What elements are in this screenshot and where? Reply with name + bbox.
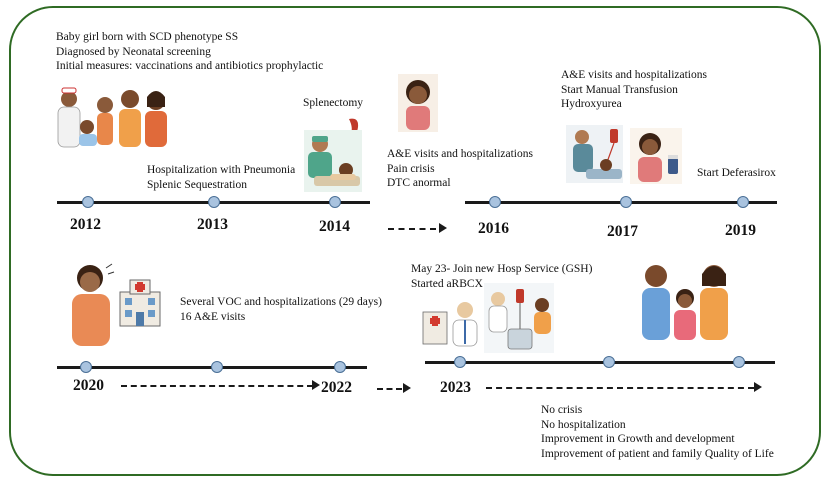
birth-note-1: Baby girl born with SCD phenotype SS (56, 31, 239, 43)
sad-child-illustration (398, 74, 438, 132)
node-2021 (211, 361, 223, 373)
arrow-head-2 (312, 380, 320, 390)
birth-note-3: Initial measures: vaccinations and antib… (56, 60, 324, 72)
node-2017 (620, 196, 632, 208)
outcome-3: Improvement in Growth and development (541, 433, 735, 445)
year-2020: 2020 (73, 377, 104, 394)
family-illustration (55, 85, 173, 149)
note-2020-1: Several VOC and hospitalizations (29 day… (180, 296, 382, 308)
note-2023-1: May 23- Join new Hosp Service (GSH) (411, 263, 593, 275)
year-2016: 2016 (478, 220, 509, 237)
arrow-head-1 (439, 223, 447, 233)
node-2020 (80, 361, 92, 373)
year-2012: 2012 (70, 216, 101, 233)
note-2013-1: Hospitalization with Pneumonia (147, 164, 296, 176)
year-2014: 2014 (319, 218, 350, 235)
note-2016-1: A&E visits and hospitalizations (387, 148, 533, 160)
note-2019: Start Deferasirox (697, 167, 776, 179)
year-2019: 2019 (725, 222, 756, 239)
note-2020-2: 16 A&E visits (180, 310, 246, 323)
node-2022 (334, 361, 346, 373)
dashed-connector-4 (486, 387, 754, 389)
exchange-transfusion-illustration (484, 283, 554, 353)
dashed-connector-2 (121, 385, 313, 387)
year-2023: 2023 (440, 379, 471, 396)
dashed-connector-3 (377, 388, 402, 390)
worried-woman-illustration (68, 262, 116, 348)
node-2023 (454, 356, 466, 368)
year-2017: 2017 (607, 223, 638, 240)
note-2016-2: Pain crisis (387, 162, 435, 175)
node-2019 (737, 196, 749, 208)
outcome-notes: No crisis No hospitalization Improvement… (541, 403, 774, 461)
hospital-building-icon (118, 278, 162, 328)
year-2022: 2022 (321, 379, 352, 396)
notes-2013: Hospitalization with Pneumonia Splenic S… (147, 163, 295, 192)
happy-family-illustration (636, 258, 734, 342)
node-2024 (603, 356, 615, 368)
birth-notes: Baby girl born with SCD phenotype SS Dia… (56, 30, 323, 74)
note-2013-2: Splenic Sequestration (147, 178, 247, 191)
notes-2023: May 23- Join new Hosp Service (GSH) Star… (411, 262, 592, 291)
node-2014 (329, 196, 341, 208)
node-2012 (82, 196, 94, 208)
note-2016-3: DTC anormal (387, 177, 451, 189)
notes-2020: Several VOC and hospitalizations (29 day… (180, 295, 382, 324)
outcome-2: No hospitalization (541, 418, 626, 431)
note-2017-3: Hydroxyurea (561, 98, 622, 110)
note-2017-1: A&E visits and hospitalizations (561, 69, 707, 81)
node-2016 (489, 196, 501, 208)
surgery-illustration (304, 130, 362, 192)
arrow-head-3 (403, 383, 411, 393)
child-with-medicine-illustration (630, 128, 682, 184)
note-2017-2: Start Manual Transfusion (561, 83, 678, 96)
dashed-connector-1 (388, 228, 436, 230)
arrow-head-4 (754, 382, 762, 392)
notes-2016: A&E visits and hospitalizations Pain cri… (387, 147, 533, 191)
note-2023-2: Started aRBCX (411, 277, 483, 290)
node-2013 (208, 196, 220, 208)
birth-note-2: Diagnosed by Neonatal screening (56, 45, 211, 58)
year-2013: 2013 (197, 216, 228, 233)
notes-2017: A&E visits and hospitalizations Start Ma… (561, 68, 707, 112)
doctor-hospital-illustration (421, 298, 481, 348)
node-2025 (733, 356, 745, 368)
outcome-4: Improvement of patient and family Qualit… (541, 447, 774, 460)
note-2014: Splenectomy (303, 97, 364, 109)
timeline-line-4 (425, 361, 775, 364)
outcome-1: No crisis (541, 404, 583, 416)
rounded-frame (9, 6, 821, 476)
transfusion-illustration (566, 125, 623, 183)
